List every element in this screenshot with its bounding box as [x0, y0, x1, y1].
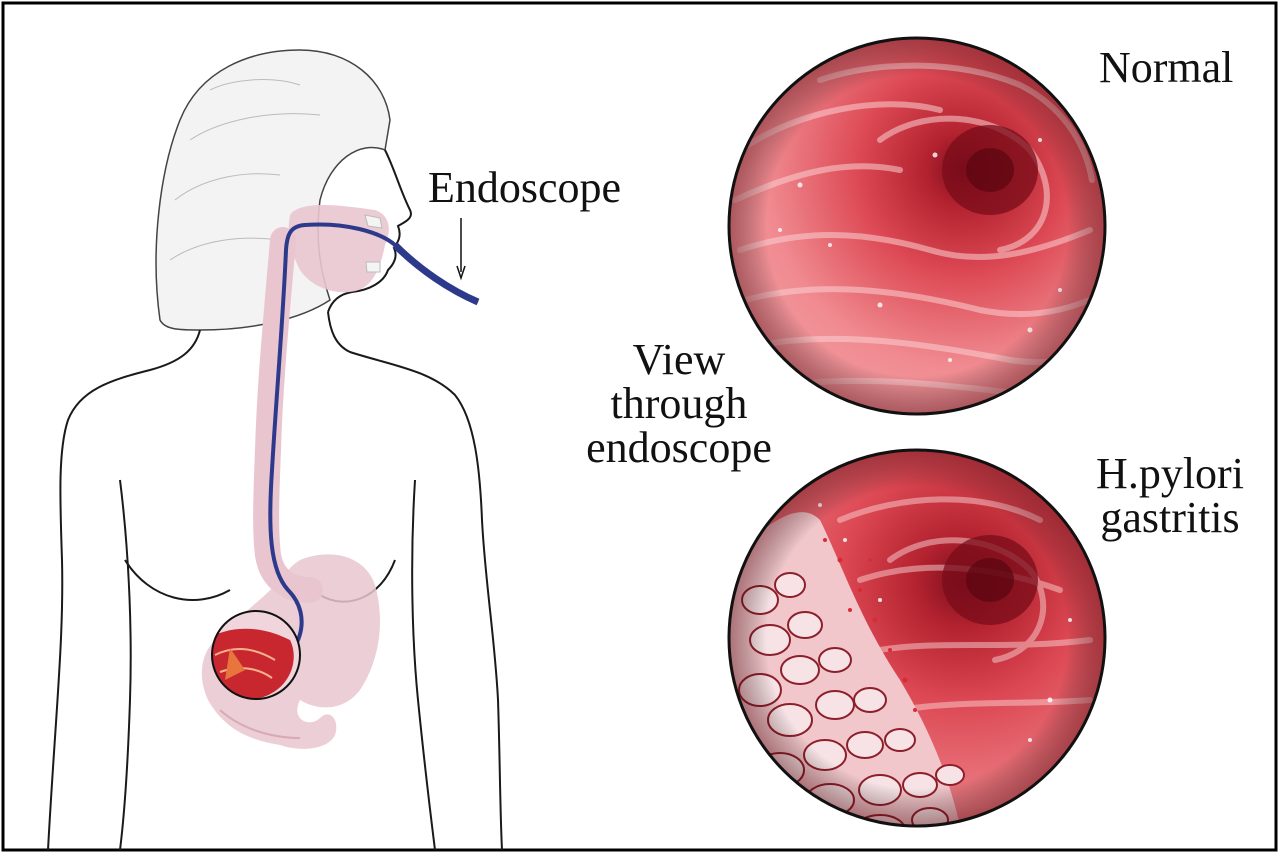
view-label-line: View	[570, 338, 788, 382]
hpylori-label-line: H.pylori	[1090, 452, 1250, 496]
view-label-line: through	[570, 382, 788, 426]
view-label-line: endoscope	[570, 426, 788, 470]
left-breast-line	[125, 560, 230, 600]
view-through-endoscope-label: View through endoscope	[570, 338, 788, 470]
normal-label: Normal	[1099, 46, 1233, 90]
left-arm-line	[120, 480, 131, 850]
hpylori-gastritis-label: H.pylori gastritis	[1090, 452, 1250, 540]
hpylori-endoscope-view	[729, 450, 1105, 845]
right-arm-line	[412, 480, 435, 850]
hpylori-label-line: gastritis	[1090, 496, 1250, 540]
endoscope-tube-exterior	[395, 245, 478, 302]
endoscope-pointer-arrow	[457, 218, 465, 278]
endoscope-label: Endoscope	[428, 166, 621, 210]
left-torso-outline	[48, 330, 200, 850]
